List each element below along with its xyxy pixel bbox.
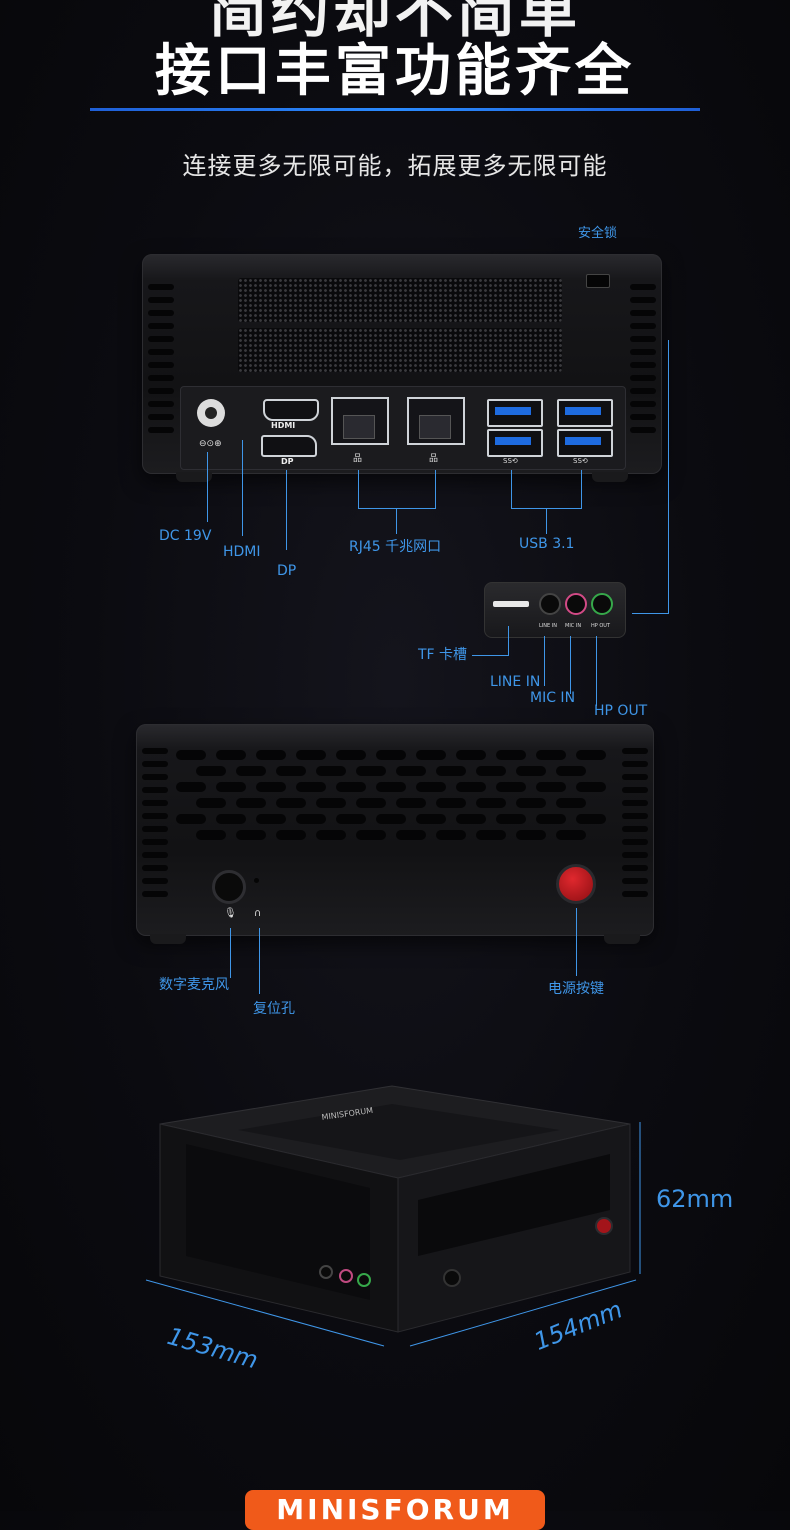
reset-symbol-icon: ∩ (254, 908, 262, 919)
mic-symbol-icon: 🎙 (224, 908, 237, 919)
label-tf: TF 卡槽 (418, 647, 468, 663)
top-vent-row1 (238, 278, 562, 322)
dp-port (261, 435, 317, 457)
label-dp: DP (277, 563, 297, 579)
line-in-jack (539, 593, 561, 615)
usb-port-1 (487, 399, 543, 427)
iso-mic-jack (443, 1269, 461, 1287)
label-dc: DC 19V (159, 528, 212, 544)
usb-port-4 (557, 429, 613, 457)
dim-line-depth (145, 1279, 385, 1347)
headline-line2: 接口丰富功能齐全 (155, 39, 635, 104)
usb-port-2 (487, 429, 543, 457)
label-digital-mic: 数字麦克风 (159, 977, 229, 993)
rj45-port-1 (331, 397, 389, 445)
label-line-in: LINE IN (490, 674, 541, 690)
callout-tf (508, 626, 509, 656)
usb-port-label-2: SS⟲ (573, 457, 588, 465)
usb-port-3 (557, 399, 613, 427)
iso-mic-in-jack (339, 1269, 353, 1283)
iso-hp-out-jack (357, 1273, 371, 1287)
reset-hole (254, 878, 259, 883)
jack-label-line: LINE IN (539, 623, 557, 629)
power-button[interactable] (556, 864, 596, 904)
label-power: 电源按键 (548, 981, 604, 997)
dp-port-label: DP (281, 457, 294, 466)
callout-rj45-bar (358, 508, 436, 509)
tf-card-slot (493, 601, 529, 607)
title-divider (90, 108, 700, 111)
front-panel-device: 🎙 ∩ (136, 724, 654, 944)
label-height: 62mm (656, 1185, 734, 1213)
label-hp-out: HP OUT (594, 703, 648, 719)
subtitle: 连接更多无限可能，拓展更多无限可能 (182, 152, 608, 180)
foot-right (592, 472, 628, 482)
left-fins (148, 284, 174, 440)
callout-rj45-stem (396, 508, 397, 534)
dim-line-width (409, 1279, 637, 1347)
front-foot-left (150, 934, 186, 944)
callout-usb-a (511, 470, 512, 508)
device-left-grille (186, 1144, 370, 1300)
device-top-inset (238, 1104, 560, 1160)
dc-jack (197, 399, 225, 427)
device-isometric-view: MINISFORUM (145, 1085, 641, 1347)
front-foot-right (604, 934, 640, 944)
network-icon-2: 品 (429, 454, 439, 464)
dc-symbol-icon: ⊖⊙⊕ (199, 439, 222, 449)
headline-line1: 简约却不简单 (208, 0, 581, 45)
label-hdmi: HDMI (223, 544, 261, 560)
front-right-fins (622, 748, 648, 904)
label-reset: 复位孔 (253, 1001, 295, 1017)
iso-line-in-jack (319, 1265, 333, 1279)
callout-rj45-a (358, 470, 359, 508)
callout-mic (230, 928, 231, 978)
callout-hp-out (596, 636, 597, 706)
label-rj45: RJ45 千兆网口 (349, 539, 442, 555)
mic-in-jack (565, 593, 587, 615)
foot-left (176, 472, 212, 482)
callout-dc (207, 452, 208, 522)
label-usb: USB 3.1 (519, 536, 575, 552)
callout-power (576, 908, 577, 976)
iso-power-button (595, 1217, 613, 1235)
callout-reset (259, 928, 260, 994)
hdmi-port (263, 399, 319, 421)
right-fins (630, 284, 656, 440)
front-left-fins (142, 748, 168, 904)
callout-usb-b (581, 470, 582, 508)
security-lock-slot (586, 274, 610, 288)
hdmi-port-label: HDMI (271, 421, 296, 430)
front-vent-area (176, 750, 616, 846)
callout-mic-in (570, 636, 571, 694)
jack-label-mic: MIC IN (565, 623, 582, 629)
callout-hdmi (242, 440, 243, 536)
top-vent-row2 (238, 328, 562, 372)
rear-panel-device: ⊖⊙⊕ HDMI DP 品 品 SS⟲ SS⟲ (142, 254, 662, 482)
side-audio-panel: LINE IN MIC IN HP OUT (484, 582, 626, 638)
footer-brand-banner: MINISFORUM (245, 1490, 545, 1530)
digital-mic-jack (212, 870, 246, 904)
usb-port-label-1: SS⟲ (503, 457, 518, 465)
device-right-vents (418, 1154, 610, 1256)
label-security-lock: 安全锁 (578, 226, 618, 241)
callout-usb-stem (546, 508, 547, 534)
hp-out-jack (591, 593, 613, 615)
callout-dp (286, 470, 287, 550)
rear-port-panel: ⊖⊙⊕ HDMI DP 品 品 SS⟲ SS⟲ (180, 386, 626, 470)
network-icon-1: 品 (353, 454, 363, 464)
callout-side-vertical (668, 340, 669, 614)
callout-side-horizontal (632, 613, 669, 614)
rj45-port-2 (407, 397, 465, 445)
callout-line-in (544, 636, 545, 686)
callout-tf-h (472, 655, 509, 656)
callout-rj45-b (435, 470, 436, 508)
label-mic-in: MIC IN (530, 690, 576, 706)
jack-label-hp: HP OUT (591, 623, 611, 629)
